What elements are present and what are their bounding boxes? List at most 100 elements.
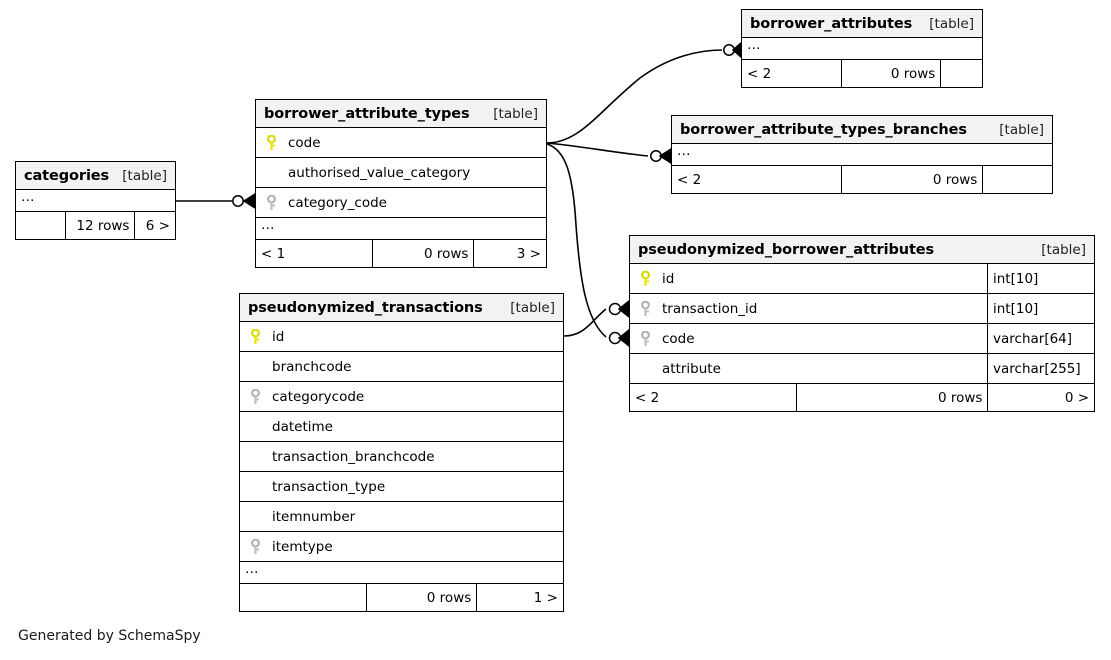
column-row[interactable]: transaction_type: [240, 472, 563, 502]
table-type-tag: [table]: [493, 105, 538, 122]
footer-row-count: 12 rows: [65, 212, 134, 239]
table-type-tag: [table]: [510, 299, 555, 316]
column-name-cell: code: [630, 330, 987, 347]
crowfoot-marker: [617, 328, 630, 348]
table-pseudonymized_borrower_attributes[interactable]: pseudonymized_borrower_attributes[table]…: [629, 235, 1095, 412]
more-columns-ellipsis-row: …: [256, 216, 546, 240]
table-header-categories: categories[table]: [16, 162, 175, 190]
table-title: borrower_attributes: [750, 15, 913, 32]
crowfoot-marker: [242, 192, 256, 210]
table-borrower_attribute_types[interactable]: borrower_attribute_types[table]code autho…: [255, 99, 547, 268]
footer-row-count: 0 rows: [841, 166, 982, 193]
column-name-cell: datetime: [240, 419, 563, 435]
footer-row-count: 0 rows: [841, 60, 940, 87]
column-name-cell: id: [630, 270, 987, 287]
column-name-cell: transaction_branchcode: [240, 449, 563, 465]
column-name-cell: transaction_type: [240, 479, 563, 495]
column-label: branchcode: [272, 358, 352, 375]
column-label: transaction_type: [272, 478, 386, 495]
table-title: pseudonymized_borrower_attributes: [638, 241, 935, 258]
footer-children-count: [982, 166, 1052, 193]
column-row[interactable]: authorised_value_category: [256, 158, 546, 188]
more-columns-ellipsis-row: …: [742, 36, 982, 60]
footer-parents-count: [240, 584, 366, 611]
table-borrower_attribute_types_branches[interactable]: borrower_attribute_types_branches [table]…: [671, 115, 1053, 194]
column-row[interactable]: attribute varchar[255]: [630, 354, 1094, 384]
table-header-borrower_attributes: borrower_attributes [table]: [742, 10, 982, 38]
column-type-cell: varchar[255]: [987, 354, 1094, 383]
ellipsis-label: …: [747, 36, 762, 53]
footer-parents-count: [16, 212, 65, 239]
table-title: pseudonymized_transactions: [248, 299, 483, 316]
crowfoot-marker: [617, 299, 630, 319]
column-row[interactable]: transaction_id int[10]: [630, 294, 1094, 324]
primary-key-icon: [640, 270, 650, 286]
column-label: code: [288, 134, 321, 151]
table-title: borrower_attribute_types_branches: [680, 121, 967, 138]
column-type-cell: int[10]: [987, 264, 1094, 293]
column-name-cell: category_code: [256, 194, 546, 211]
column-label: transaction_id: [662, 300, 758, 317]
ellipsis-label: …: [677, 142, 692, 159]
edge-transactions-to-pseudo-attributes: [563, 308, 607, 337]
footer-parents-count: < 1: [261, 245, 286, 262]
column-row[interactable]: itemtype: [240, 532, 563, 562]
column-row[interactable]: branchcode: [240, 352, 563, 382]
crowfoot-marker: [658, 147, 672, 165]
column-name-cell: branchcode: [240, 359, 563, 375]
primary-key-icon-slot: [634, 270, 656, 287]
column-row[interactable]: id: [240, 322, 563, 352]
column-label: transaction_branchcode: [272, 448, 435, 465]
ellipsis-label: …: [21, 188, 36, 205]
column-row[interactable]: categorycode: [240, 382, 563, 412]
column-type-cell: int[10]: [987, 294, 1094, 323]
column-label: datetime: [272, 418, 333, 435]
column-label: code: [662, 330, 695, 347]
edge-endpoint-circle: [232, 195, 244, 207]
column-name-cell: transaction_id: [630, 300, 987, 317]
column-name-cell: itemtype: [240, 538, 563, 555]
table-type-tag: [table]: [999, 121, 1044, 138]
table-type-tag: [table]: [929, 15, 974, 32]
table-type-tag: [table]: [122, 167, 167, 184]
column-name-cell: authorised_value_category: [256, 165, 546, 181]
ellipsis-label: …: [261, 216, 276, 233]
column-label: category_code: [288, 194, 387, 211]
foreign-key-icon-slot: [260, 194, 282, 211]
more-columns-ellipsis-row: …: [16, 188, 175, 212]
primary-key-icon: [266, 134, 276, 150]
column-label: id: [272, 328, 285, 345]
foreign-key-icon-slot: [634, 330, 656, 347]
column-label: attribute: [662, 360, 721, 377]
edge-endpoint-circle: [723, 44, 735, 56]
footer-children-count: 0 >: [987, 384, 1094, 411]
table-pseudonymized_transactions[interactable]: pseudonymized_transactions [table] id branc…: [239, 293, 564, 612]
column-row[interactable]: itemnumber: [240, 502, 563, 532]
table-header-borrower_attribute_types: borrower_attribute_types[table]: [256, 100, 546, 128]
footer-children-count: 1 >: [476, 584, 563, 611]
column-name-cell: code: [256, 134, 546, 151]
column-row[interactable]: datetime: [240, 412, 563, 442]
column-row[interactable]: category_code: [256, 188, 546, 218]
footer-parents-count: < 2: [677, 171, 702, 188]
foreign-key-icon: [250, 538, 260, 554]
column-name-cell: categorycode: [240, 388, 563, 405]
more-columns-ellipsis-row: …: [240, 561, 563, 584]
column-label: categorycode: [272, 388, 365, 405]
foreign-key-icon-slot: [634, 300, 656, 317]
column-name-cell: id: [240, 328, 563, 345]
column-row[interactable]: transaction_branchcode: [240, 442, 563, 472]
column-row[interactable]: code: [256, 128, 546, 158]
foreign-key-icon: [640, 300, 650, 316]
column-name-cell: attribute: [630, 361, 987, 377]
primary-key-icon-slot: [260, 134, 282, 151]
